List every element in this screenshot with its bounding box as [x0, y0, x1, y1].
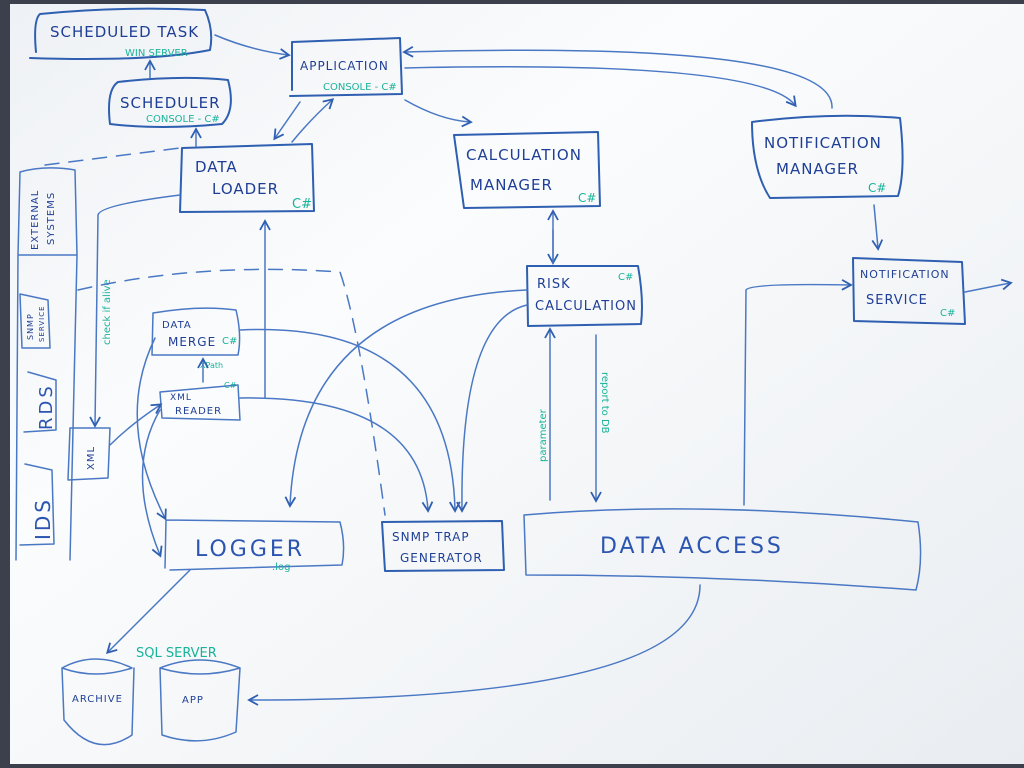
- node-tech: C#: [224, 381, 237, 390]
- node-title-line1: XML: [170, 393, 192, 403]
- xpath-annotation: XPath: [200, 361, 223, 370]
- node-title-line2: SERVICE: [38, 305, 46, 342]
- node-title-line1: NOTIFICATION: [860, 268, 950, 281]
- node-title-line2: READER: [175, 406, 222, 417]
- node-title-line2: MERGE: [168, 335, 216, 349]
- report-to-db-annotation: report to DB: [599, 372, 610, 434]
- node-data-access: DATA ACCESS: [523, 508, 922, 591]
- node-title: XML: [86, 446, 97, 470]
- node-title-line1: DATA: [195, 158, 238, 176]
- node-title: IDS: [31, 497, 55, 540]
- node-title: APP: [182, 695, 204, 706]
- app-database: APP: [159, 659, 241, 742]
- sql-server-annotation: SQL SERVER: [136, 646, 217, 661]
- node-tech: C#: [618, 272, 633, 283]
- node-title-line1: NOTIFICATION: [764, 134, 882, 152]
- connectors: [44, 34, 1013, 706]
- node-application: APPLICATION CONSOLE - C#: [289, 37, 403, 97]
- node-tech: CONSOLE - C#: [146, 114, 220, 125]
- node-title-line2: GENERATOR: [400, 551, 483, 565]
- node-title-line1: CALCULATION: [466, 146, 582, 164]
- node-risk-calculation: RISK CALCULATION C#: [526, 265, 643, 327]
- node-scheduler: SCHEDULER CONSOLE - C#: [108, 76, 232, 128]
- node-title: SCHEDULED TASK: [50, 23, 199, 41]
- node-data-loader: DATA LOADER C#: [179, 143, 315, 213]
- node-title: SCHEDULER: [120, 94, 221, 112]
- check-if-alive-annotation: check if alive: [102, 279, 113, 345]
- node-external-systems: EXTERNAL SYSTEMS: [15, 167, 78, 561]
- node-tech: WIN SERVER: [125, 48, 188, 59]
- node-title-line2: SERVICE: [866, 293, 928, 308]
- node-tech: C#: [222, 336, 237, 347]
- node-tech: C#: [578, 191, 596, 205]
- node-title-line2: CALCULATION: [535, 299, 637, 314]
- node-tech: CONSOLE - C#: [323, 82, 397, 93]
- parameter-annotation: parameter: [538, 408, 549, 462]
- node-title-line1: EXTERNAL: [30, 190, 41, 250]
- node-calculation-manager: CALCULATION MANAGER C#: [453, 131, 601, 209]
- archive-database: ARCHIVE: [61, 658, 135, 746]
- node-scheduled-task: SCHEDULED TASK WIN SERVER: [29, 7, 213, 60]
- node-title: APPLICATION: [300, 59, 389, 73]
- node-xml: XML: [67, 427, 111, 481]
- node-title-line2: SYSTEMS: [46, 192, 57, 245]
- node-ids: IDS: [19, 463, 55, 546]
- node-title: ARCHIVE: [72, 694, 123, 705]
- node-title-line2: MANAGER: [470, 176, 553, 194]
- node-title: RDS: [36, 383, 57, 430]
- node-snmp-service: SNMP SERVICE: [19, 293, 51, 349]
- node-tech: .log: [272, 562, 290, 573]
- node-tech: C#: [940, 308, 955, 319]
- node-title-line2: LOADER: [212, 180, 279, 198]
- node-tech: C#: [292, 197, 312, 212]
- node-title: LOGGER: [195, 537, 305, 562]
- node-title-line1: DATA: [162, 320, 192, 331]
- node-title-line1: SNMP: [26, 313, 35, 340]
- node-title-line1: RISK: [537, 277, 571, 292]
- node-data-merge: DATA MERGE C#: [151, 307, 241, 356]
- node-title-line1: SNMP TRAP: [392, 530, 470, 544]
- node-rds: RDS: [23, 371, 57, 433]
- node-notification-manager: NOTIFICATION MANAGER C#: [751, 114, 904, 199]
- node-title-line2: MANAGER: [776, 160, 859, 178]
- node-snmp-trap-generator: SNMP TRAP GENERATOR: [381, 520, 505, 572]
- node-notification-service: NOTIFICATION SERVICE C#: [852, 257, 966, 325]
- node-title: DATA ACCESS: [600, 534, 784, 559]
- node-logger: LOGGER .log: [164, 519, 345, 573]
- node-tech: C#: [868, 181, 886, 195]
- whiteboard-surface: [10, 4, 1024, 764]
